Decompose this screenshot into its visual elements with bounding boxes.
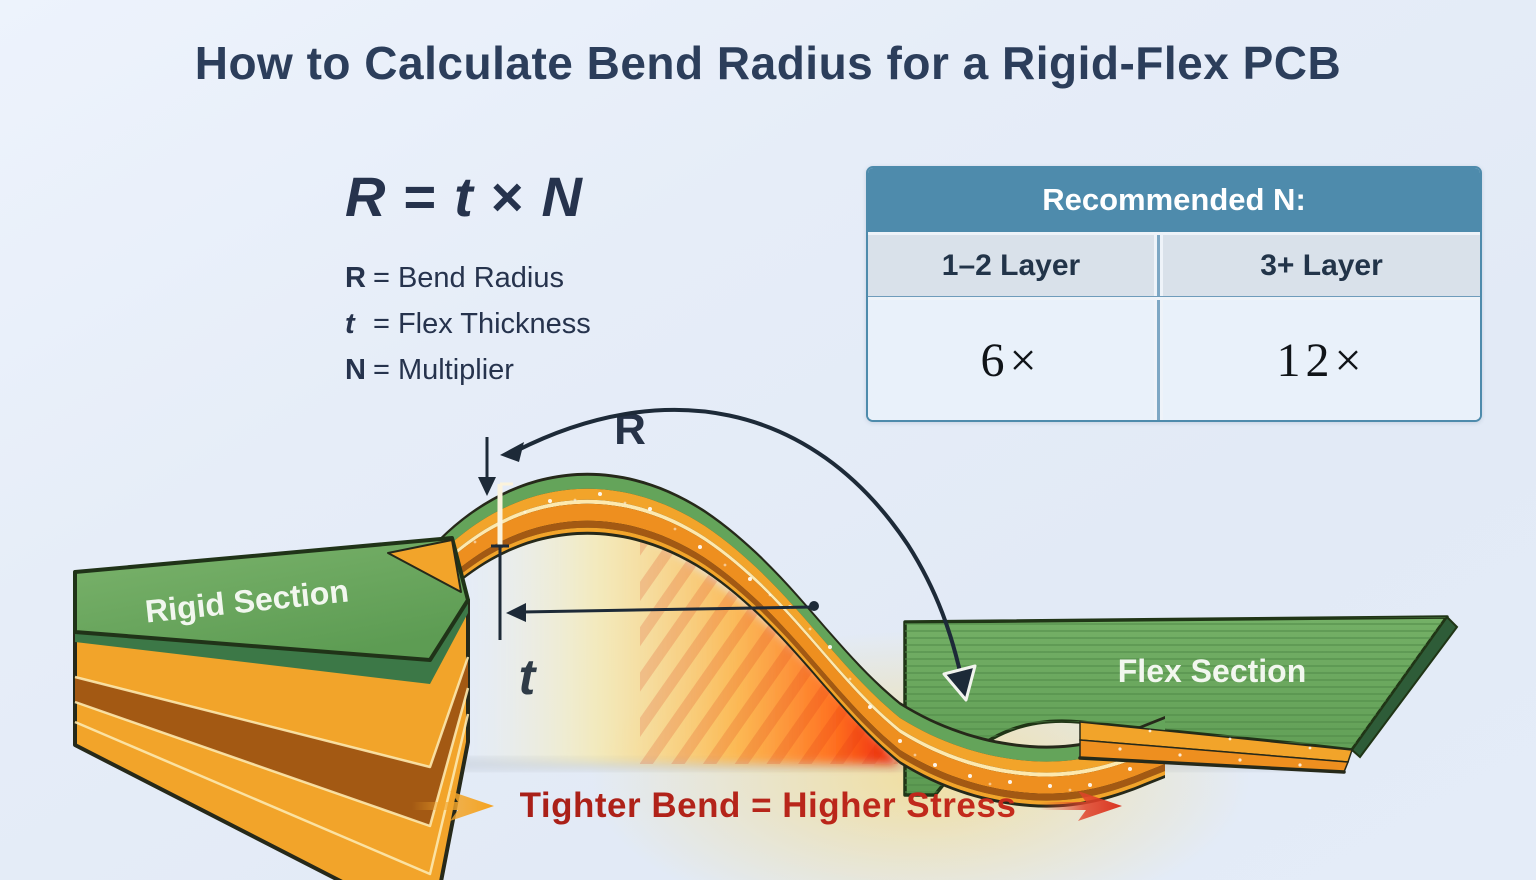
table-column-headers: 1–2 Layer 3+ Layer <box>868 232 1480 296</box>
caption-right-arrow-icon <box>1040 791 1123 821</box>
flex-section-label: Flex Section <box>1118 653 1307 689</box>
recommended-n-table: Recommended N: 1–2 Layer 3+ Layer 6× 12× <box>866 166 1482 422</box>
down-arrow <box>478 437 496 496</box>
flex-exit-notch <box>387 539 462 593</box>
caption-text: Tighter Bend = Higher Stress <box>519 786 1017 825</box>
formula-R: R <box>345 165 386 228</box>
rigid-board: Rigid Section <box>73 536 470 880</box>
radius-arc-arrow <box>500 408 977 702</box>
definition-multiplier: N=Multiplier <box>345 347 591 393</box>
formula-N: N <box>541 165 582 228</box>
column-header-3plus-layer: 3+ Layer <box>1163 235 1480 296</box>
page-title: How to Calculate Bend Radius for a Rigid… <box>194 37 1342 89</box>
definition-flex-thickness: t =Flex Thickness <box>345 301 591 347</box>
formula-times: × <box>490 165 524 228</box>
definition-eq: = <box>373 308 390 340</box>
formula-t: t <box>454 165 473 228</box>
formula-equals: = <box>403 165 437 228</box>
table-values-row: 6× 12× <box>868 296 1480 420</box>
value-3plus-layer: 12× <box>1163 300 1480 420</box>
caption-left-arrow-icon <box>411 791 494 821</box>
thickness-annotation: t <box>491 482 819 705</box>
definition-eq: = <box>373 262 390 294</box>
definition-symbol: R <box>345 262 366 294</box>
bend-radius-formula: R = t × N <box>345 164 591 229</box>
formula-definitions: R=Bend Radius t=Flex Thickness N=Multipl… <box>345 255 591 393</box>
column-header-1-2-layer: 1–2 Layer <box>868 235 1154 296</box>
flex-board-right-edge <box>1350 615 1459 759</box>
definition-symbol: N <box>345 354 366 386</box>
flex-board-front-layers <box>1078 721 1354 774</box>
definition-eq: = <box>373 354 390 386</box>
left-arrow-line <box>506 601 819 622</box>
stress-caption: Tighter Bend = Higher Stress <box>0 786 1536 826</box>
column-divider <box>1157 235 1160 296</box>
definition-text: Flex Thickness <box>397 308 591 340</box>
definition-text: Multiplier <box>397 354 514 386</box>
radius-annotation: R <box>478 405 977 702</box>
flex-ribbon <box>418 472 1165 808</box>
value-1-2-layer: 6× <box>868 300 1154 420</box>
definition-symbol: t <box>345 308 355 340</box>
formula-block: R = t × N R=Bend Radius t=Flex Thickness… <box>345 164 591 393</box>
table-header: Recommended N: <box>868 168 1480 232</box>
definition-bend-radius: R=Bend Radius <box>345 255 591 301</box>
column-divider <box>1157 300 1160 420</box>
definition-text: Bend Radius <box>397 262 564 294</box>
thickness-label: t <box>519 649 538 705</box>
